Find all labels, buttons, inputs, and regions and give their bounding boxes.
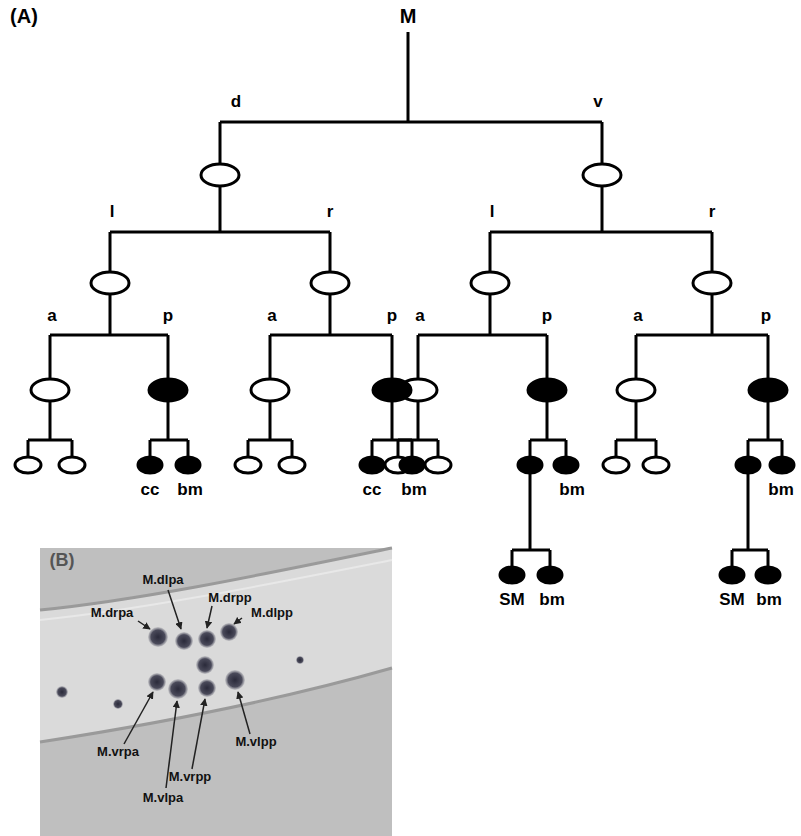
axis-letter: a: [633, 307, 642, 326]
cell-label: M.vrpp: [169, 770, 212, 784]
fate-label: SM: [499, 591, 525, 610]
fate-label: bm: [177, 481, 203, 500]
axis-letter: d: [231, 93, 241, 112]
micrograph: [40, 548, 392, 836]
axis-letter: p: [387, 307, 397, 326]
axis-letter: p: [542, 307, 552, 326]
fate-label: cc: [141, 481, 160, 500]
cell-label: M.drpa: [91, 606, 134, 620]
cell-label: M.dlpp: [251, 606, 293, 620]
axis-letter: p: [163, 307, 173, 326]
panel-letter: (B): [50, 551, 75, 571]
lineage-tree: [28, 32, 782, 567]
fate-label: SM: [719, 591, 745, 610]
cell-label: M.vlpp: [235, 735, 276, 749]
axis-letter: v: [593, 93, 602, 112]
cell-label: M.dlpa: [142, 573, 183, 587]
cell-name: M: [400, 5, 417, 27]
axis-letter: a: [267, 307, 276, 326]
cell-ellipses: [15, 164, 794, 583]
cell-label: M.vlpa: [143, 791, 183, 805]
axis-letter: l: [490, 203, 495, 222]
leader-lines: [124, 590, 250, 788]
fate-label: bm: [768, 481, 794, 500]
fate-label: bm: [401, 481, 427, 500]
panel-letter: (A): [10, 5, 38, 27]
axis-letter: p: [761, 307, 771, 326]
axis-letter: l: [110, 203, 115, 222]
cell-label: M.drpp: [208, 591, 251, 605]
axis-letter: r: [709, 203, 716, 222]
cell-label: M.vrpa: [97, 745, 139, 759]
fate-label: bm: [539, 591, 565, 610]
fate-label: bm: [559, 481, 585, 500]
axis-letter: a: [47, 307, 56, 326]
fate-label: cc: [363, 481, 382, 500]
axis-letter: r: [327, 203, 334, 222]
axis-letter: a: [415, 307, 424, 326]
fate-label: bm: [756, 591, 782, 610]
